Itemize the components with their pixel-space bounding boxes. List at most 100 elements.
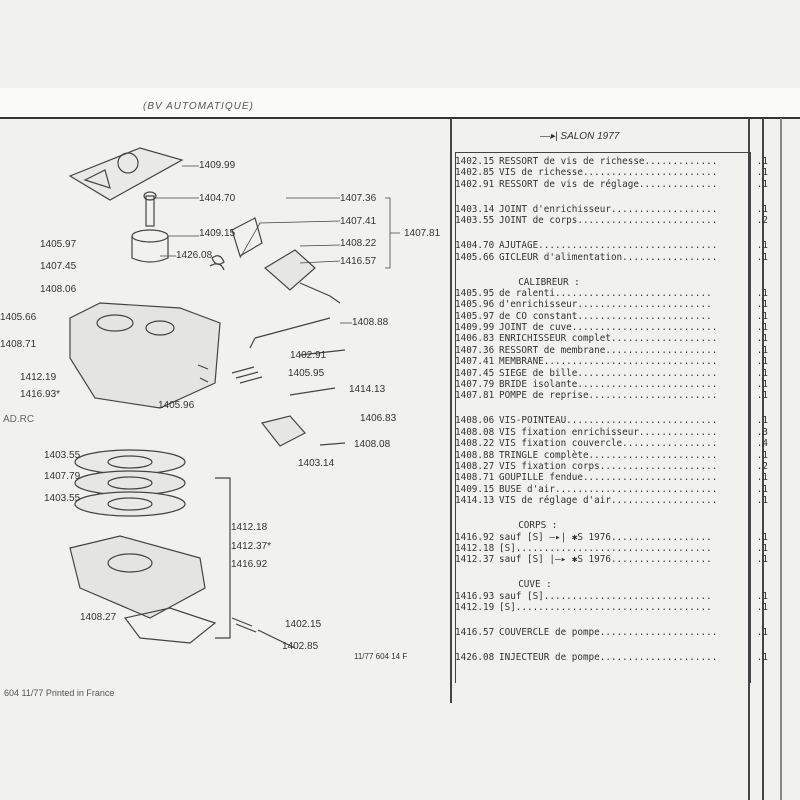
part-quantity: .3: [756, 426, 768, 438]
part-code: 1416.93: [455, 590, 495, 602]
part-code: 1407.81: [455, 390, 495, 402]
header-rule: [0, 117, 800, 119]
part-description: CALIBREUR :: [518, 276, 580, 288]
leader-lines: [155, 165, 400, 324]
part-description: SIEGE de bille.........................: [499, 367, 718, 379]
part-code: 1405.96: [455, 299, 495, 311]
part-description: [S]...................................: [499, 602, 712, 614]
part-quantity: .1: [756, 449, 768, 461]
part-row: 1408.22 VIS fixation couvercle...........…: [455, 438, 770, 449]
part-description: RESSORT de membrane....................: [499, 344, 718, 356]
part-row: 1412.18 [S].............................…: [455, 543, 770, 554]
carburetor-body: [69, 302, 221, 409]
part-quantity: .1: [756, 379, 768, 391]
part-code: [455, 520, 496, 531]
lower-body: [69, 477, 231, 644]
part-label: 1402.15: [285, 619, 322, 630]
part-description: BRIDE isolante.........................: [499, 379, 718, 391]
part-description: MEMBRANE...............................: [499, 356, 718, 368]
part-label: 1416.93*: [20, 389, 61, 400]
part-code: 1409.99: [455, 322, 495, 334]
column-divider: [780, 118, 782, 800]
part-quantity: .1: [756, 310, 768, 322]
part-label: 1402.91: [290, 350, 327, 361]
part-code: 1408.22: [455, 438, 495, 450]
part-description: sauf [S] |—▸ ✱S 1976..................: [499, 554, 712, 566]
salon-heading: —▸| SALON 1977: [540, 131, 619, 142]
spacer: [455, 227, 770, 241]
part-quantity: .1: [756, 590, 768, 602]
linkage-rod: [249, 317, 331, 349]
enrichment-valve: [260, 415, 346, 447]
part-code: 1405.97: [455, 310, 495, 322]
part-code: 1407.45: [455, 367, 495, 379]
arrow-icon: —▸|: [540, 131, 558, 142]
part-description: VIS fixation couvercle.................: [499, 438, 718, 450]
part-label: 1412.37*: [231, 541, 272, 552]
part-label: 1409.15: [199, 228, 236, 239]
part-description: AJUTAGE................................: [499, 240, 718, 252]
part-code: 1408.08: [455, 426, 495, 438]
group-heading: CUVE :: [455, 579, 770, 590]
part-code: 1426.08: [455, 652, 495, 664]
part-quantity: .1: [756, 203, 768, 215]
part-label: 1408.27: [80, 612, 117, 623]
part-row: 1405.97 de CO constant..................…: [455, 311, 770, 322]
part-label: 1402.85: [282, 641, 319, 652]
part-quantity: .1: [756, 356, 768, 368]
part-description: de CO constant........................: [499, 310, 712, 322]
part-code: 1404.70: [455, 240, 495, 252]
part-quantity: [751, 579, 770, 590]
group-heading: CALIBREUR :: [455, 277, 770, 288]
part-label: 1414.13: [349, 384, 386, 395]
part-description: de ralenti............................: [499, 287, 712, 299]
part-row: 1405.95 de ralenti......................…: [455, 288, 770, 299]
part-code: 1414.13: [455, 495, 495, 507]
part-quantity: .1: [756, 287, 768, 299]
part-row: 1412.19 [S].............................…: [455, 602, 770, 613]
part-label: 1405.97: [40, 239, 77, 250]
part-label: 1407.81: [404, 228, 441, 239]
page-top-strip: [0, 88, 800, 118]
part-code: 1405.66: [455, 251, 495, 263]
part-description: INJECTEUR de pompe.....................: [499, 652, 718, 664]
figure-reference: 11/77 604 14 F: [354, 652, 408, 661]
part-quantity: .1: [756, 495, 768, 507]
part-label: 1407.79: [44, 471, 81, 482]
part-description: RESSORT de vis de richesse.............: [499, 156, 718, 167]
spacer: [455, 638, 770, 652]
part-quantity: .1: [756, 627, 768, 639]
spacer: [455, 402, 770, 416]
part-description: d'enrichisseur........................: [499, 299, 712, 311]
spacer: [455, 507, 770, 521]
carburetor-exploded-diagram: [68, 147, 400, 649]
part-row: 1404.70 AJUTAGE..........................…: [455, 240, 770, 251]
spacer: [455, 190, 770, 204]
part-code: 1412.37: [455, 554, 495, 566]
part-label: 1407.36: [340, 193, 377, 204]
part-code: 1416.57: [455, 627, 495, 639]
part-code: 1402.15: [455, 156, 495, 167]
part-label: 1408.06: [40, 284, 77, 295]
part-row: 1407.45 SIEGE de bille...................…: [455, 368, 770, 379]
part-quantity: .1: [756, 531, 768, 543]
parts-list: 1402.15 RESSORT de vis de richesse.......…: [455, 156, 770, 663]
part-description: VIS fixation enrichisseur..............: [499, 426, 718, 438]
group-heading: CORPS :: [455, 520, 770, 531]
part-quantity: .1: [756, 367, 768, 379]
part-quantity: .1: [756, 299, 768, 311]
part-row: 1412.37 sauf [S] |—▸ ✱S 1976............…: [455, 554, 770, 565]
part-description: VIS de richesse........................: [499, 167, 718, 179]
part-description: sauf [S] —▸| ✱S 1976..................: [499, 531, 712, 543]
part-code: [455, 277, 496, 288]
part-description: sauf [S]..............................: [499, 590, 712, 602]
spacer: [455, 566, 770, 580]
part-quantity: .1: [756, 251, 768, 263]
part-code: 1407.41: [455, 356, 495, 368]
part-quantity: .1: [756, 602, 768, 614]
part-label: 1405.96: [158, 400, 195, 411]
